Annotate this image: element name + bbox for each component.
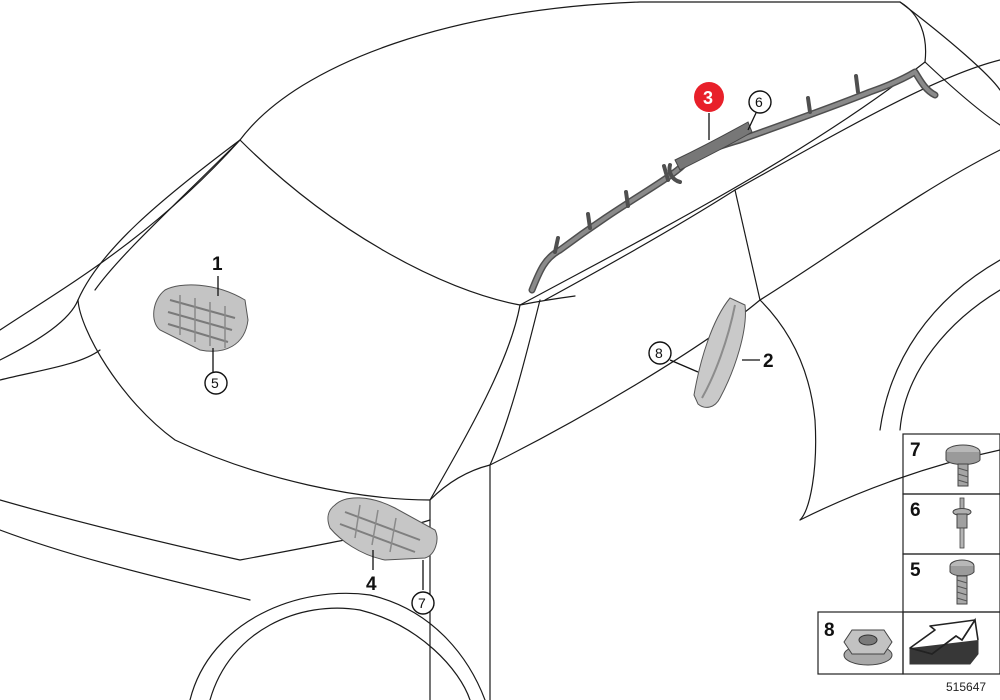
callout-8a[interactable]: 8 [648,341,699,373]
screw-large-head-icon [945,444,981,487]
svg-text:7: 7 [418,595,426,611]
callout-4[interactable]: 4 [366,550,377,595]
svg-text:1: 1 [212,254,223,275]
svg-text:7: 7 [910,440,921,461]
curtain-airbag[interactable] [528,68,939,294]
callout-1[interactable]: 1 [212,254,223,296]
svg-text:6: 6 [755,94,763,110]
rivet-icon [952,497,972,549]
legend-row-5[interactable]: 5 [910,559,975,605]
knee-airbag-module[interactable] [327,497,438,561]
svg-text:3: 3 [703,88,713,108]
legend-row-6[interactable]: 6 [910,497,972,549]
screw-icon [949,559,975,605]
svg-text:2: 2 [763,351,774,372]
diagram-reference-number: 515647 [946,680,986,694]
callout-7a[interactable]: 7 [411,560,435,615]
svg-text:5: 5 [910,560,921,581]
svg-text:5: 5 [211,375,219,391]
front-airbag-module[interactable] [153,284,249,352]
svg-text:8: 8 [655,345,663,361]
callout-6a[interactable]: 6 [747,90,772,131]
callout-3[interactable]: 3 [694,82,724,140]
direction-arrow-icon [909,617,979,665]
legend-row-7[interactable]: 7 [910,440,981,487]
callout-2[interactable]: 2 [742,351,774,372]
flange-nut-icon [843,629,893,666]
side-airbag-module[interactable] [693,297,746,408]
svg-text:8: 8 [824,620,835,641]
svg-text:4: 4 [366,574,377,595]
legend-row-8[interactable]: 8 [824,620,893,666]
svg-text:6: 6 [910,500,921,521]
callout-5a[interactable]: 5 [204,348,228,395]
fastener-legend: 7 6 5 [817,433,1000,675]
